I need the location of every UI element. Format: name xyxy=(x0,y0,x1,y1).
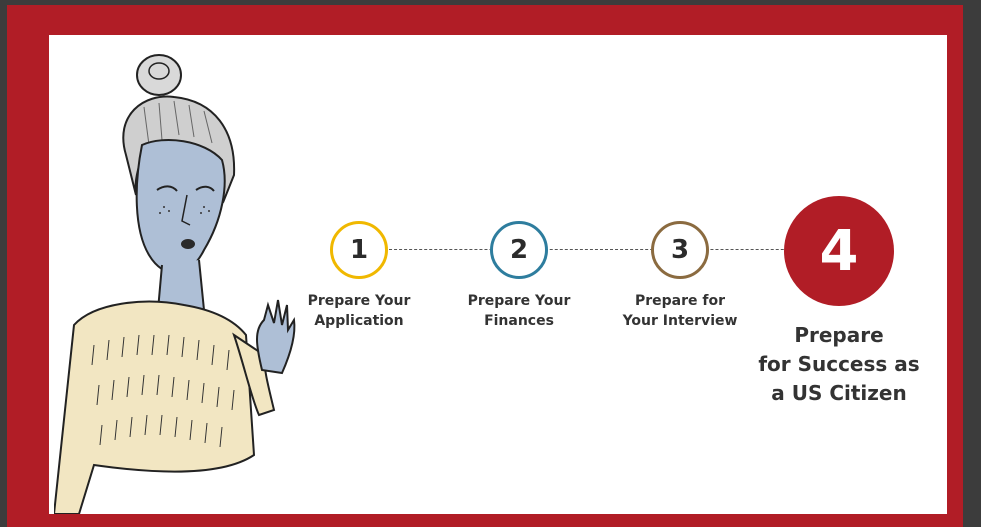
step-2-label: Prepare Your Finances xyxy=(467,293,571,329)
content-panel: 1 2 3 4 Prepare Your Application Prepare… xyxy=(49,35,947,514)
step-2-circle: 2 xyxy=(490,221,548,279)
step-1-circle: 1 xyxy=(330,221,388,279)
step-4-label: Prepare for Success as a US Citizen xyxy=(758,323,920,405)
timeline-connector xyxy=(379,249,839,250)
woman-waving-icon xyxy=(54,54,296,514)
step-4-number: 4 xyxy=(819,218,859,284)
step-1-number: 1 xyxy=(349,235,369,265)
step-4-circle: 4 xyxy=(784,196,894,306)
step-3-label: Prepare for Your Interview xyxy=(622,293,738,329)
step-3-circle: 3 xyxy=(651,221,709,279)
step-3-number: 3 xyxy=(670,235,690,265)
step-1-label: Prepare Your Application xyxy=(307,293,411,329)
step-2-number: 2 xyxy=(509,235,529,265)
